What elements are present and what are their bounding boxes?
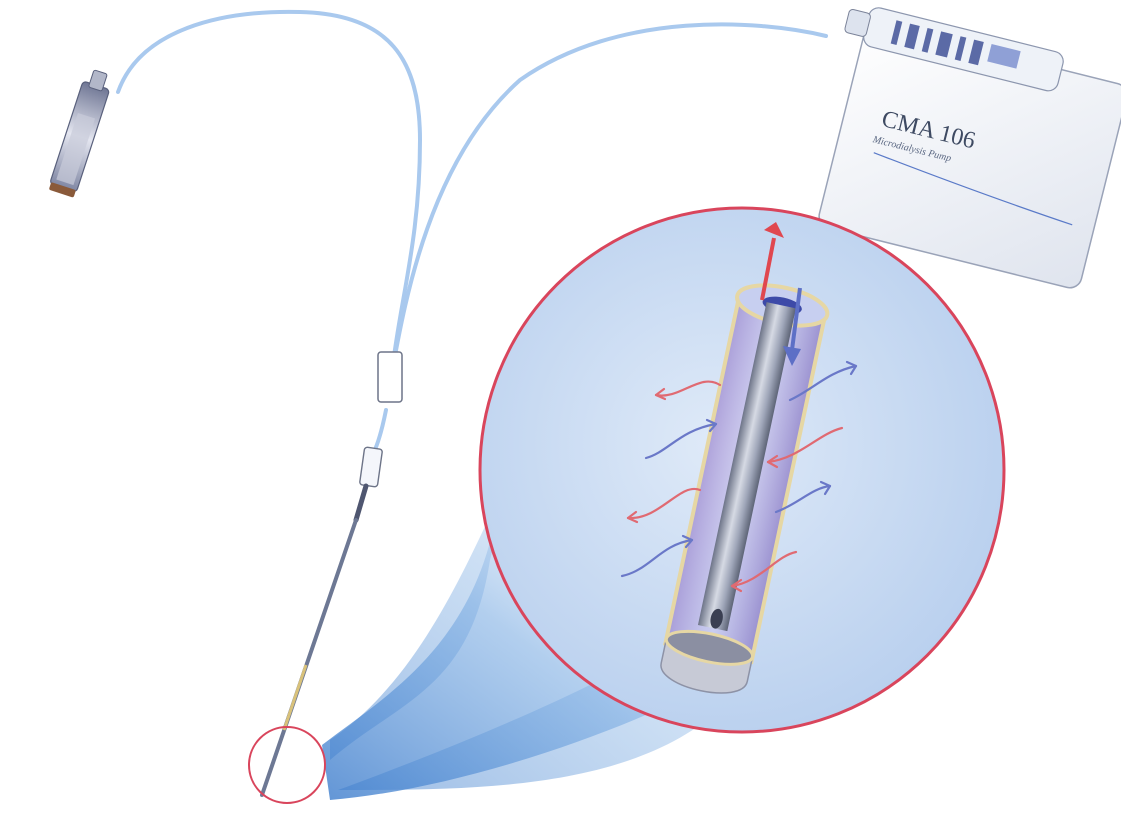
syringe-vial-icon xyxy=(48,68,114,198)
probe-tip-highlight xyxy=(249,727,325,803)
magnifier-circle xyxy=(480,208,1004,732)
connector-lower xyxy=(359,447,382,487)
connector-upper xyxy=(378,352,402,402)
tube-to-vial xyxy=(118,12,420,372)
